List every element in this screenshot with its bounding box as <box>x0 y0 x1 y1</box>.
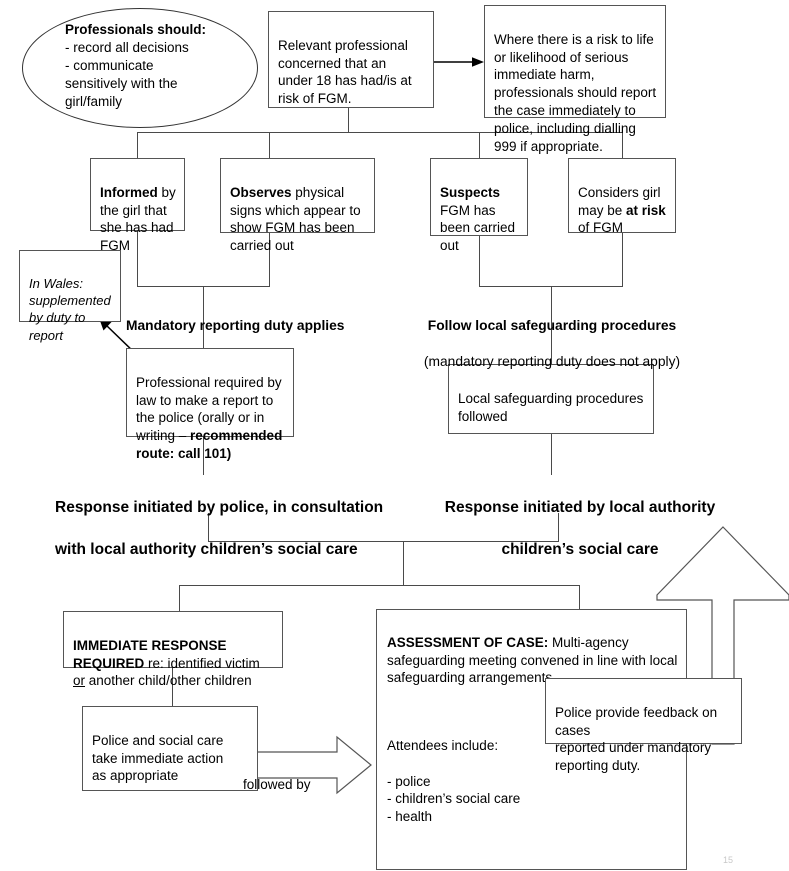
node-risk-to-life: Where there is a risk to life or likelih… <box>484 5 666 154</box>
considers-keyword: at risk <box>626 202 666 218</box>
connector-immediate-to-action <box>172 668 173 706</box>
observes-text: physical signs which appear to show FGM … <box>230 184 361 254</box>
attendees-heading: Attendees include: <box>387 737 499 753</box>
assessment-spacer-2 <box>387 844 678 858</box>
label-response-police: Response initiated by police, in consult… <box>55 476 405 581</box>
relevant-professional-text: Relevant professional concerned that an … <box>278 37 412 107</box>
considers-text-pre: Considers girl may be <box>578 184 661 218</box>
professionals-should-heading: Professionals should: <box>65 21 207 37</box>
label-follow-local-procedures: Follow local safeguarding procedures (ma… <box>418 299 686 389</box>
response-la-line1: Response initiated by local authority <box>444 499 716 517</box>
node-considers: Considers girl may be at risk of FGM <box>568 158 676 236</box>
connector-informed-down <box>137 231 138 286</box>
node-relevant-professional: Relevant professional concerned that an … <box>268 11 434 108</box>
suspects-keyword: Suspects <box>440 184 501 200</box>
connector-merge-right-to-local <box>551 286 552 364</box>
page-number: 15 <box>723 855 734 865</box>
connector-drop-observes <box>269 132 270 158</box>
professional-required-text: Professional required by law to make a r… <box>136 374 282 444</box>
professional-required-keyword: recommended route: call 101) <box>136 428 283 462</box>
connector-drop-assessment <box>579 585 580 609</box>
professionals-should-text: Professionals should: - record all decis… <box>65 21 206 111</box>
node-police-social-care-action: Police and social care take immediate ac… <box>82 706 258 791</box>
immediate-response-text2: another child/other children <box>85 673 252 689</box>
node-informed: Informed by the girl that she has had FG… <box>90 158 185 253</box>
connector-distribution-bar-row2 <box>137 132 623 133</box>
response-police-line2: with local authority children’s social c… <box>55 541 358 559</box>
node-observes: Observes physical signs which appear to … <box>220 158 375 253</box>
connector-lower-distribution-bar <box>179 585 580 586</box>
connector-drop-considers <box>622 132 623 158</box>
observes-keyword: Observes <box>230 184 292 200</box>
follow-local-line1: Follow local safeguarding procedures <box>427 317 677 333</box>
in-wales-text: In Wales: supplemented by duty to report <box>29 276 111 343</box>
connector-local-to-response <box>551 434 552 475</box>
arrow-relevant-to-risk <box>434 57 484 67</box>
local-safeguarding-followed-text: Local safeguarding procedures followed <box>458 390 644 424</box>
node-local-safeguarding-followed: Local safeguarding procedures followed <box>448 364 654 434</box>
node-police-feedback: Police provide feedback on cases reporte… <box>545 678 742 773</box>
node-professional-required: Professional required by law to make a r… <box>126 348 294 461</box>
connector-observes-down <box>269 233 270 286</box>
risk-to-life-text: Where there is a risk to life or likelih… <box>494 31 657 154</box>
informed-keyword: Informed <box>100 184 158 200</box>
immediate-response-keyword: IMMEDIATE RESPONSE REQUIRED <box>73 637 227 671</box>
response-police-line1: Response initiated by police, in consult… <box>55 499 384 517</box>
followed-by-text: followed by <box>243 776 311 792</box>
response-la-line2: children’s social care <box>501 541 659 559</box>
assessment-keyword: ASSESSMENT OF CASE: <box>387 634 549 650</box>
node-suspects: Suspects FGM has been carried out <box>430 158 528 252</box>
connector-response-police-down <box>208 513 209 542</box>
connector-drop-informed <box>137 132 138 158</box>
suspects-text: FGM has been carried out <box>440 202 516 254</box>
connector-response-merge-bar <box>208 541 559 542</box>
connector-drop-suspects <box>479 132 480 158</box>
immediate-response-or: or <box>73 673 86 689</box>
considers-text-post: of FGM <box>578 220 624 236</box>
attendees-list: - police - children’s social care - heal… <box>387 773 521 825</box>
follow-local-line2: (mandatory reporting duty does not apply… <box>423 353 681 369</box>
assessment-text: Multi-agency safeguarding meeting conven… <box>387 634 678 686</box>
connector-suspects-down <box>479 236 480 286</box>
connector-considers-down <box>622 233 623 286</box>
police-social-care-action-text: Police and social care take immediate ac… <box>92 732 224 784</box>
assessment-head-block: ASSESSMENT OF CASE: Multi-agency safegua… <box>387 634 678 687</box>
connector-report-to-response <box>203 437 204 475</box>
label-followed-by: followed by <box>243 758 343 793</box>
connector-relevant-to-bar <box>348 108 349 133</box>
connector-merge-left-to-duty <box>203 286 204 348</box>
connector-drop-immediate <box>179 585 180 611</box>
connector-response-la-down <box>558 513 559 542</box>
immediate-response-text1: re: identified victim <box>148 655 260 671</box>
node-immediate-response: IMMEDIATE RESPONSE REQUIRED re: identifi… <box>63 611 283 688</box>
professionals-should-body: Professionals should: - record all decis… <box>65 21 207 110</box>
label-mandatory-reporting-applies: Mandatory reporting duty applies <box>126 299 376 335</box>
node-in-wales: In Wales: supplemented by duty to report <box>19 250 121 343</box>
informed-text: by the girl that she has had FGM <box>100 184 176 254</box>
mandatory-applies-text: Mandatory reporting duty applies <box>126 317 345 333</box>
label-response-local-authority: Response initiated by local authority ch… <box>424 476 736 581</box>
node-professionals-should: Professionals should: - record all decis… <box>22 8 258 128</box>
connector-response-merge-stem <box>403 541 404 586</box>
police-feedback-text: Police provide feedback on cases reporte… <box>555 704 718 774</box>
